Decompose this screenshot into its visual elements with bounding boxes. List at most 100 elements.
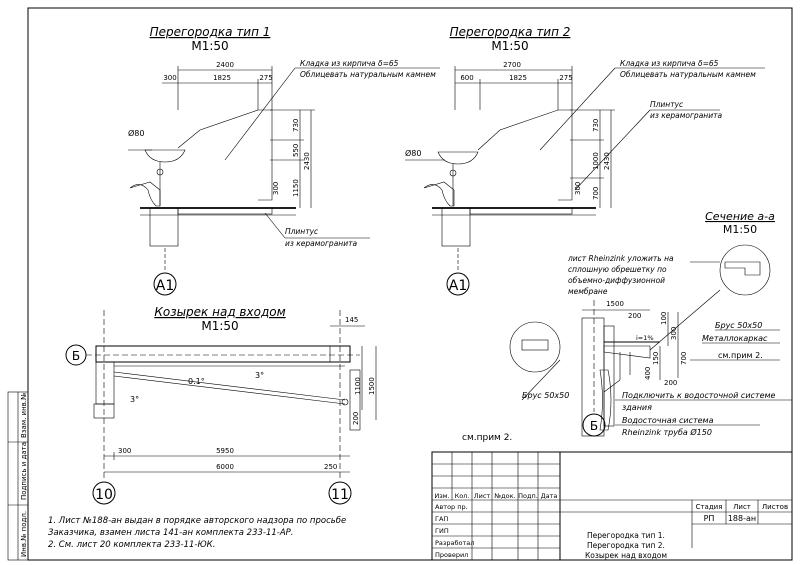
section-drain-4: Rheinzink труба Ø150	[622, 427, 712, 437]
note-1: 1. Лист №188-ан выдан в порядке авторско…	[48, 516, 346, 526]
tb-role-checked: Проверил	[435, 551, 468, 559]
p1-note-brick: Кладка из кирпича δ=65	[300, 59, 399, 68]
canopy-title: Козырек над входом	[154, 305, 285, 319]
partition-1-title: Перегородка тип 1	[150, 25, 271, 39]
section-drain-1: Подключить к водосточной системе	[622, 391, 776, 400]
p2-note-brick: Кладка из кирпича δ=65	[620, 59, 719, 68]
section-beam-left: Брус 50х50	[522, 391, 569, 400]
tb-sheet-value: 188-ан	[728, 514, 756, 523]
tb-sheet-title-1: Перегородка тип 1.	[587, 531, 665, 540]
note-2: 2. См. лист 20 комплекта 233-11-ЮК.	[48, 540, 215, 550]
tb-role-developed: Разработал	[435, 539, 474, 547]
section-dim-200-bottom: 200	[664, 379, 677, 387]
p2-dim-730: 730	[592, 119, 600, 132]
canopy-dim-5950: 5950	[216, 447, 234, 455]
p1-dim-730: 730	[292, 119, 300, 132]
side-stamp: Взам. инв.№ Подпись и дата Инв.№ подл.	[7, 391, 29, 561]
canopy-axis-11: 11	[331, 487, 349, 503]
canopy-dim-250: 250	[324, 463, 337, 471]
section-slope: i=1%	[636, 334, 654, 342]
section-rheinzink-1: лист Rheinzink уложить на	[567, 254, 674, 263]
section-axis-b: Б	[590, 419, 598, 433]
canopy-slope-1: 0.1°	[188, 377, 205, 386]
canopy-scale: М1:50	[201, 319, 238, 333]
p1-note-plinth-1: Плинтус	[285, 227, 319, 236]
tb-sheets-header: Листов	[762, 503, 788, 511]
p2-dim-600: 600	[460, 74, 473, 82]
canopy-dim-300: 300	[118, 447, 131, 455]
section-see-note: см.прим 2.	[718, 351, 763, 360]
section-rheinzink-2: сплошную обрешетку по	[568, 265, 667, 274]
p1-dim-300: 300	[272, 182, 280, 195]
partition-1-drawing: Перегородка тип 1 М1:50 2400 300 1825 27…	[128, 25, 440, 296]
p2-dim-1000: 1000	[592, 152, 600, 170]
p1-dim-1150: 1150	[292, 179, 300, 197]
p2-dim-300: 300	[574, 182, 582, 195]
section-beam-right: Брус 50х50	[715, 321, 762, 330]
p2-dim-700: 700	[592, 187, 600, 200]
section-rheinzink-4: мембране	[568, 287, 608, 296]
canopy-slope-2: 3°	[255, 371, 264, 380]
section-dim-150: 150	[652, 352, 660, 365]
tb-stage-value: РП	[704, 514, 715, 523]
p1-note-plinth-2: из керамогранита	[285, 239, 357, 248]
canopy-dim-1500: 1500	[368, 377, 376, 395]
p1-axis-label: А1	[156, 278, 174, 294]
general-notes: 1. Лист №188-ан выдан в порядке авторско…	[48, 516, 346, 550]
canopy-dim-200: 200	[352, 412, 360, 425]
canopy-axis-b: Б	[72, 349, 80, 363]
p2-dim-1825: 1825	[509, 74, 527, 82]
detail-circle-right	[719, 244, 771, 296]
partition-2-title: Перегородка тип 2	[450, 25, 571, 39]
stamp-signature-date: Подпись и дата	[20, 442, 28, 500]
p1-dim-300: 300	[163, 74, 176, 82]
tb-header-list: Лист	[474, 492, 491, 500]
section-frame: Металлокаркас	[702, 334, 768, 343]
p1-diameter: Ø80	[128, 128, 144, 138]
p2-note-plinth-1: Плинтус	[650, 100, 684, 109]
partition-2-drawing: Перегородка тип 2 М1:50 2700 600 1825 27…	[405, 25, 765, 296]
section-dim-300: 300	[670, 327, 678, 340]
p2-dim-275: 275	[559, 74, 572, 82]
tb-role-author: Автор пр.	[435, 503, 468, 511]
tb-stage-header: Стадия	[696, 503, 723, 511]
section-title: Сечение а-а	[705, 210, 775, 223]
section-drain-3: Водосточная система	[622, 416, 714, 425]
p2-dim-2700: 2700	[503, 61, 521, 69]
partition-2-scale: М1:50	[491, 39, 528, 53]
p2-note-plinth-2: из керамогранита	[650, 111, 722, 120]
canopy-dim-145: 145	[345, 316, 358, 324]
p2-axis-label: А1	[449, 278, 467, 294]
canopy-slope-3: 3°	[130, 395, 139, 404]
p2-note-stone: Облицевать натуральным камнем	[620, 70, 756, 79]
detail-circle-left	[509, 321, 561, 373]
tb-sheet-title-2: Перегородка тип 2.	[587, 541, 665, 550]
p1-dim-550: 550	[292, 144, 300, 157]
canopy-drawing: Козырек над входом М1:50 Б 0.1° 3° 3° 14…	[65, 305, 512, 505]
section-rheinzink-3: объемно-диффузионной	[568, 276, 665, 285]
canopy-dim-6000: 6000	[216, 463, 234, 471]
tb-header-kol: Кол.	[455, 492, 470, 500]
tb-role-gip: ГИП	[435, 527, 449, 535]
section-aa-drawing: Сечение а-а М1:50 лист Rheinzink уложить…	[509, 210, 792, 437]
tb-header-izm: Изм.	[434, 492, 449, 500]
section-drain-2: здания	[622, 403, 652, 412]
sheet-frame	[27, 7, 793, 561]
p1-dim-1825: 1825	[213, 74, 231, 82]
p1-note-stone: Облицевать натуральным камнем	[300, 70, 436, 79]
tb-role-gap: ГАП	[435, 515, 448, 523]
p2-dim-2430: 2430	[603, 152, 611, 170]
canopy-see-note: см.прим 2.	[462, 433, 512, 443]
p2-diameter: Ø80	[405, 148, 421, 158]
canopy-axis-10: 10	[95, 487, 113, 503]
section-dim-100: 100	[660, 312, 668, 325]
stamp-replace-inv: Взам. инв.№	[20, 393, 28, 438]
canopy-dim-1100: 1100	[354, 377, 362, 395]
p1-dim-275: 275	[259, 74, 272, 82]
title-block: Изм. Кол. Лист №док. Подп. Дата Автор пр…	[431, 451, 793, 561]
tb-header-sign: Подп.	[518, 492, 538, 500]
stamp-inv-original: Инв.№ подл.	[20, 511, 28, 557]
p1-dim-2400: 2400	[216, 61, 234, 69]
partition-1-scale: М1:50	[191, 39, 228, 53]
